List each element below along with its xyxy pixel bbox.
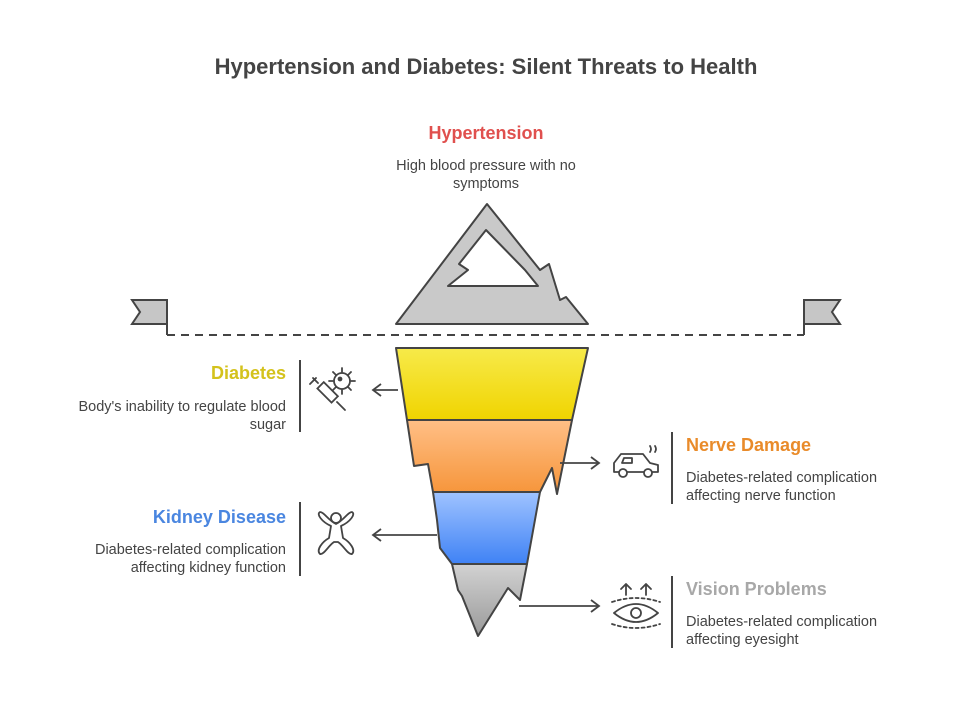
iceberg-tip: [395, 203, 589, 325]
kidney-desc-line2: affecting kidney function: [130, 560, 286, 576]
kidney-desc-line1: Diabetes-related complication: [94, 542, 286, 558]
vision-problems-description: Diabetes-related complication affecting …: [686, 613, 946, 649]
diabetes-desc-line2: sugar: [249, 417, 286, 433]
vision-problems-heading: Vision Problems: [686, 579, 827, 599]
kidney-disease-heading: Kidney Disease: [152, 507, 286, 527]
layer-vision: [451, 563, 528, 637]
person-icon: [317, 511, 355, 555]
nerve-damage-description: Diabetes-related complication affecting …: [686, 469, 946, 505]
kidney-disease-description: Diabetes-related complication affecting …: [40, 541, 286, 577]
hypertension-heading: Hypertension: [428, 123, 544, 143]
hypertension-desc-line2: symptoms: [452, 176, 520, 192]
page-title: Hypertension and Diabetes: Silent Threat…: [214, 54, 758, 79]
layer-kidney: [432, 491, 541, 565]
nerve-desc-line2: affecting nerve function: [686, 488, 836, 504]
eye-icon: [611, 583, 661, 629]
vision-desc-line1: Diabetes-related complication: [686, 614, 878, 630]
separators: [299, 360, 673, 648]
diabetes-description: Body's inability to regulate blood sugar: [40, 398, 286, 434]
layer-diabetes: [395, 347, 589, 421]
right-flag: [803, 299, 842, 325]
nerve-damage-heading: Nerve Damage: [686, 435, 812, 455]
car-icon: [613, 445, 659, 478]
virus-syringe-icon: [309, 367, 356, 411]
diabetes-desc-line1: Body's inability to regulate blood: [78, 399, 286, 415]
diabetes-heading: Diabetes: [210, 363, 286, 383]
hypertension-desc-line1: High blood pressure with no: [396, 158, 576, 174]
nerve-desc-line1: Diabetes-related complication: [686, 470, 878, 486]
connectors: [371, 383, 601, 613]
left-flag: [130, 299, 168, 325]
vision-desc-line2: affecting eyesight: [686, 632, 799, 648]
hypertension-description: High blood pressure with no symptoms: [336, 157, 636, 193]
layer-nerve: [406, 419, 573, 495]
